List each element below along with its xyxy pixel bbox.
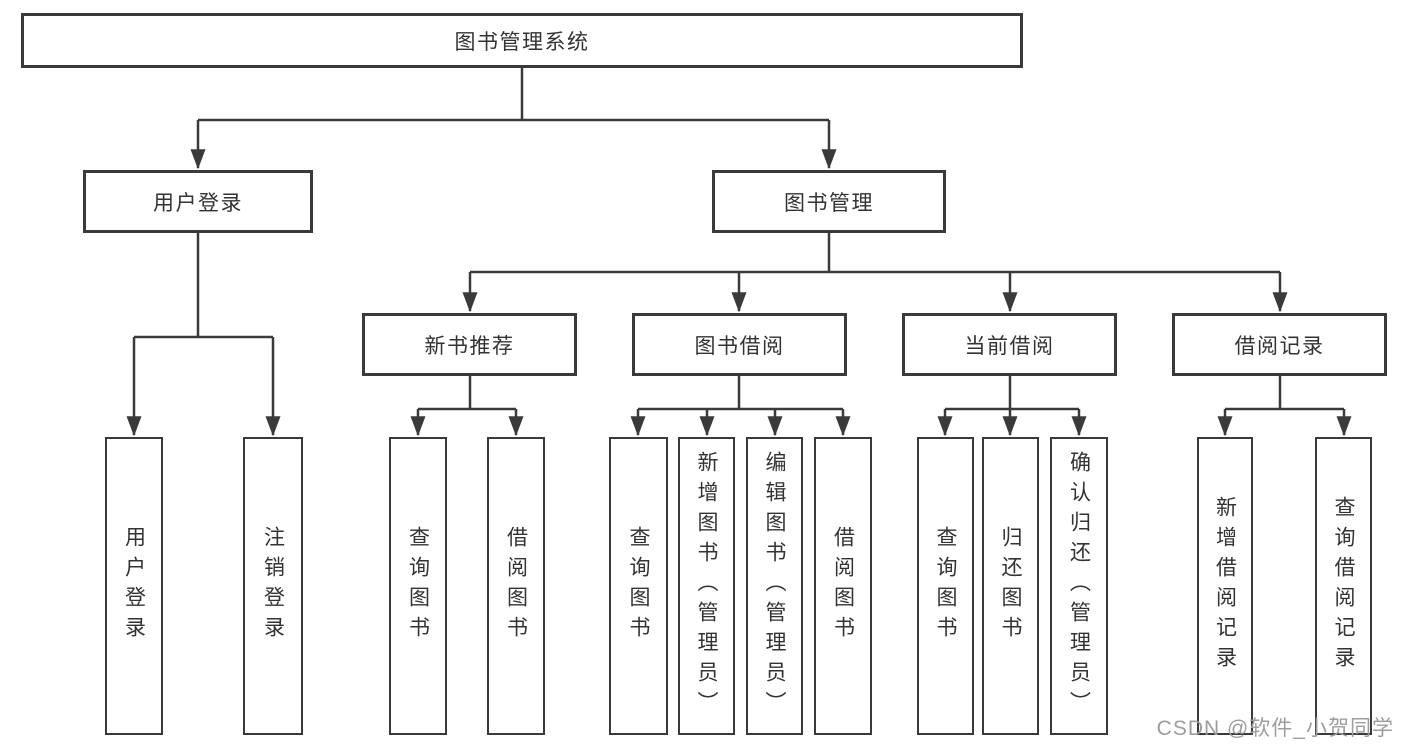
leaf-confirm-return-admin: 确认归还（管理员）: [1050, 437, 1108, 735]
leaf-borrow-books-2-label: 借阅图书: [831, 526, 855, 646]
leaf-add-book-admin: 新增图书（管理员）: [678, 437, 735, 735]
leaf-add-borrow-record-label: 新增借阅记录: [1213, 496, 1237, 676]
leaf-user-login: 用户登录: [105, 437, 163, 735]
connector-bookmgmt-to-level3: [462, 233, 1288, 313]
leaf-query-books-1: 查询图书: [389, 437, 447, 735]
connector-userlogin-to-leaves: [126, 233, 281, 437]
leaf-query-books-2-label: 查询图书: [627, 526, 650, 646]
csdn-watermark: CSDN @软件_小贺同学: [1156, 717, 1394, 740]
node-book-borrow: 图书借阅: [632, 313, 847, 376]
leaf-query-books-3: 查询图书: [917, 437, 974, 735]
node-user-login: 用户登录: [83, 170, 313, 233]
leaf-query-books-2: 查询图书: [609, 437, 668, 735]
leaf-logout: 注销登录: [243, 437, 303, 735]
leaf-logout-label: 注销登录: [261, 526, 285, 646]
leaf-borrow-books-1-label: 借阅图书: [504, 526, 528, 646]
node-system: 图书管理系统: [21, 13, 1023, 68]
leaf-confirm-return-admin-label: 确认归还（管理员）: [1067, 451, 1091, 721]
leaf-query-borrow-record: 查询借阅记录: [1315, 437, 1372, 735]
connector-bookborrow-to-leaves: [630, 376, 851, 437]
node-new-book-recommend: 新书推荐: [362, 313, 577, 376]
leaf-borrow-books-1: 借阅图书: [487, 437, 545, 735]
leaf-query-borrow-record-label: 查询借阅记录: [1332, 496, 1355, 676]
leaf-add-borrow-record: 新增借阅记录: [1197, 437, 1253, 735]
connector-borrowrecords-to-leaves: [1217, 376, 1352, 437]
node-new-book-recommend-label: 新书推荐: [424, 334, 515, 358]
leaf-query-books-3-label: 查询图书: [934, 526, 957, 646]
node-book-management-label: 图书管理: [784, 191, 874, 215]
leaf-user-login-label: 用户登录: [122, 526, 146, 646]
connector-currentborrow-to-leaves: [937, 376, 1087, 437]
leaf-edit-book-admin-label: 编辑图书（管理员）: [763, 451, 786, 721]
leaf-query-books-1-label: 查询图书: [406, 526, 430, 646]
node-borrow-records-label: 借阅记录: [1234, 334, 1325, 358]
leaf-return-book-label: 归还图书: [999, 526, 1022, 646]
leaf-borrow-books-2: 借阅图书: [814, 437, 872, 735]
node-current-borrow-label: 当前借阅: [964, 334, 1055, 358]
connector-newbook-to-leaves: [410, 376, 524, 437]
node-book-borrow-label: 图书借阅: [694, 334, 785, 358]
leaf-edit-book-admin: 编辑图书（管理员）: [746, 437, 803, 735]
node-current-borrow: 当前借阅: [902, 313, 1117, 376]
node-book-management: 图书管理: [712, 170, 946, 233]
node-borrow-records: 借阅记录: [1172, 313, 1387, 376]
node-system-label: 图书管理系统: [454, 30, 590, 54]
connector-root-to-level2: [190, 68, 837, 170]
node-user-login-label: 用户登录: [153, 191, 243, 215]
leaf-return-book: 归还图书: [982, 437, 1039, 735]
leaf-add-book-admin-label: 新增图书（管理员）: [695, 451, 718, 721]
